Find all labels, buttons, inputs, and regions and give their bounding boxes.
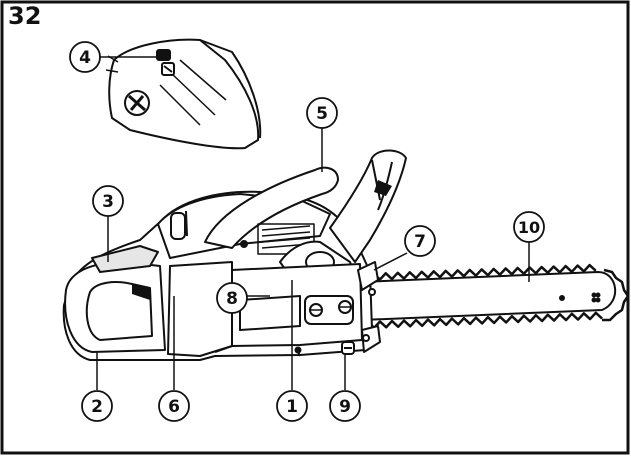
chainsaw [62, 149, 630, 361]
callout-8-label: 8 [226, 289, 238, 309]
callout-2-label: 2 [91, 397, 103, 417]
callout-2: 2 [81, 390, 113, 422]
callout-3-label: 3 [102, 192, 114, 212]
guide-bar [359, 263, 630, 330]
callout-3: 3 [92, 185, 124, 217]
inset-detail [105, 38, 262, 150]
callout-4: 4 [69, 41, 101, 73]
callout-10-label: 10 [518, 218, 540, 237]
callout-8: 8 [216, 282, 248, 314]
callouts: 4 5 3 10 7 8 2 [69, 41, 545, 422]
page-number: 32 [8, 2, 42, 30]
callout-6: 6 [158, 390, 190, 422]
callout-9: 9 [329, 390, 361, 422]
callout-9-label: 9 [339, 397, 351, 417]
callout-1: 1 [276, 390, 308, 422]
callout-7: 7 [404, 225, 436, 257]
callout-5: 5 [306, 97, 338, 129]
callout-1-label: 1 [286, 397, 298, 417]
callout-6-label: 6 [168, 397, 180, 417]
callout-5-label: 5 [316, 104, 328, 124]
callout-10: 10 [513, 211, 545, 243]
callout-7-label: 7 [414, 232, 426, 252]
leader-lines [96, 56, 530, 390]
callout-4-label: 4 [79, 48, 91, 68]
